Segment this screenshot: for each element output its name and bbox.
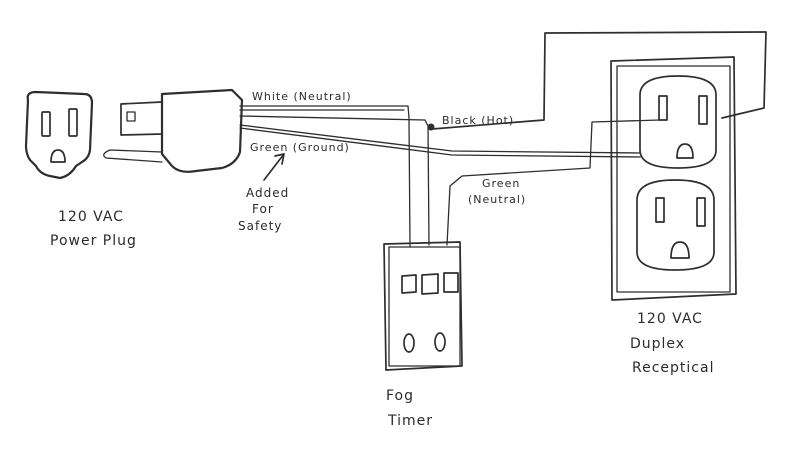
receptacle-label-name: Receptical — [632, 360, 714, 376]
fog-timer — [383, 241, 463, 371]
receptacle-label-voltage: 120 VAC — [637, 311, 703, 327]
wire-label-neutral: (Neutral) — [468, 193, 526, 206]
plug-label-name: Power Plug — [50, 233, 137, 249]
wire-label-green-ground: Green (Ground) — [250, 141, 350, 154]
junction-dot — [427, 123, 435, 131]
duplex-receptacle — [610, 56, 737, 301]
wire-label-white-neutral: White (Neutral) — [252, 90, 352, 103]
wire-label-green: Green — [482, 177, 520, 190]
timer-label-timer: Timer — [387, 413, 433, 429]
receptacle-label-duplex: Duplex — [630, 336, 685, 352]
annotation-arrow — [263, 153, 285, 181]
wires — [239, 31, 767, 248]
plug-label-voltage: 120 VAC — [58, 209, 124, 225]
power-plug-face — [24, 90, 94, 180]
annotation-added: Added — [246, 186, 289, 200]
annotation-for: For — [252, 202, 274, 216]
timer-label-fog: Fog — [386, 388, 414, 404]
annotation-safety: Safety — [238, 219, 282, 233]
wire-label-black-hot: Black (Hot) — [442, 114, 514, 127]
power-plug-side — [103, 88, 244, 173]
